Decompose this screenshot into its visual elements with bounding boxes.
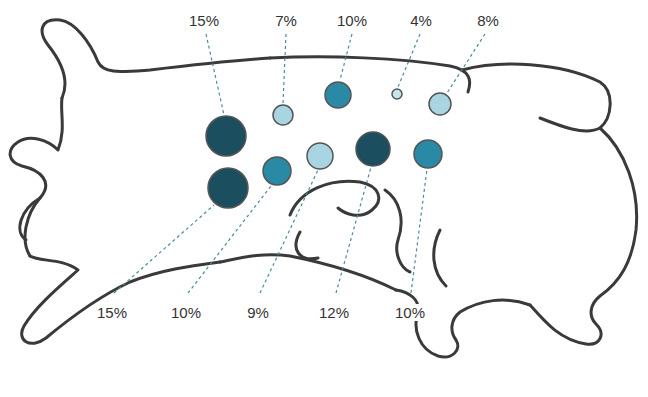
percentage-label: 4%: [408, 12, 434, 29]
percentage-label: 10%: [393, 304, 427, 321]
percentage-label: 9%: [245, 304, 271, 321]
percentage-label: 15%: [95, 304, 129, 321]
percentage-label: 12%: [317, 304, 351, 321]
percentage-label: 10%: [169, 304, 203, 321]
percentage-label: 8%: [475, 12, 501, 29]
percentage-label: 10%: [335, 12, 369, 29]
percentage-label: 7%: [273, 12, 299, 29]
percentage-label: 15%: [187, 12, 221, 29]
